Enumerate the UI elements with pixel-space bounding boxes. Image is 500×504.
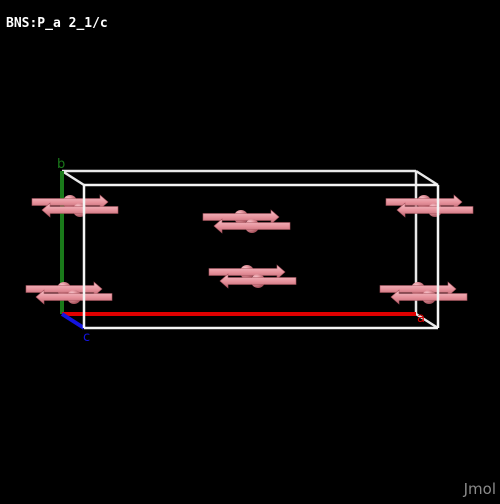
spin-arrow-icon	[35, 289, 113, 305]
atom-pair	[379, 281, 468, 305]
atom-pair	[208, 264, 297, 289]
cell-edge	[61, 169, 85, 187]
axis-b-label: b	[57, 157, 65, 172]
atom-pair	[25, 281, 113, 305]
cell-edge	[415, 169, 439, 187]
spin-arrow-icon	[219, 273, 297, 289]
spin-arrow-icon	[396, 202, 474, 218]
unit-cell-front-edges	[82, 183, 440, 330]
atom-pair	[202, 209, 291, 234]
spin-arrow-icon	[390, 289, 468, 305]
atom-pair	[385, 194, 474, 218]
spin-arrow-icon	[213, 218, 291, 234]
spin-arrow-icon	[41, 202, 119, 218]
space-group-label: BNS:P_a 2_1/c	[6, 16, 108, 31]
cell-edge	[415, 312, 439, 330]
axis-c-line	[60, 312, 86, 330]
axis-c-label: c	[83, 330, 90, 345]
atoms-group	[25, 194, 474, 305]
axis-a-label: a	[417, 311, 425, 326]
atom-pair	[31, 194, 119, 218]
unit-cell-back-edges	[61, 169, 439, 330]
jmol-watermark: Jmol	[463, 480, 496, 498]
spin-arrow-icon	[31, 194, 109, 210]
